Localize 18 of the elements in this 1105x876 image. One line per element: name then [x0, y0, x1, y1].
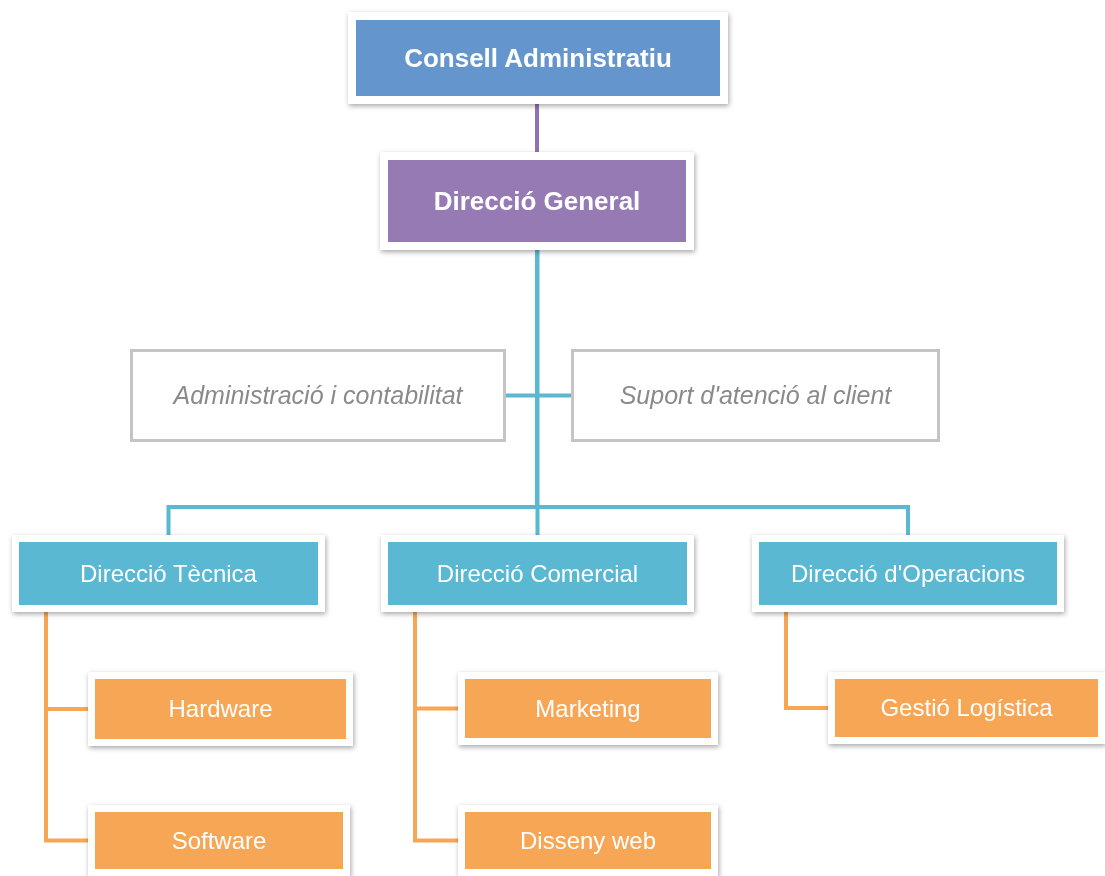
- staff-box: [571, 349, 940, 442]
- box-label: Disseny web: [519, 826, 657, 855]
- box-label: Direcció d'Operacions: [791, 559, 1025, 588]
- box-label: Administració i contabilitat: [173, 381, 463, 410]
- box-label: Hardware: [168, 695, 273, 723]
- box-label: Direcció General: [433, 185, 641, 217]
- box-label: Direcció Tècnica: [80, 559, 257, 588]
- box-label: Gestió Logística: [880, 694, 1053, 722]
- connector-line: [413, 612, 458, 843]
- staff-box: [130, 349, 506, 442]
- box-label: Consell Administratiu: [404, 42, 672, 74]
- connector-line: [535, 104, 539, 152]
- connector-line: [784, 612, 828, 710]
- box-label: Direcció Comercial: [436, 559, 639, 588]
- connector-line: [535, 250, 540, 535]
- box-label: Suport d'atenció al client: [619, 381, 892, 410]
- box-label: Software: [171, 826, 267, 855]
- box-label: Marketing: [535, 694, 641, 723]
